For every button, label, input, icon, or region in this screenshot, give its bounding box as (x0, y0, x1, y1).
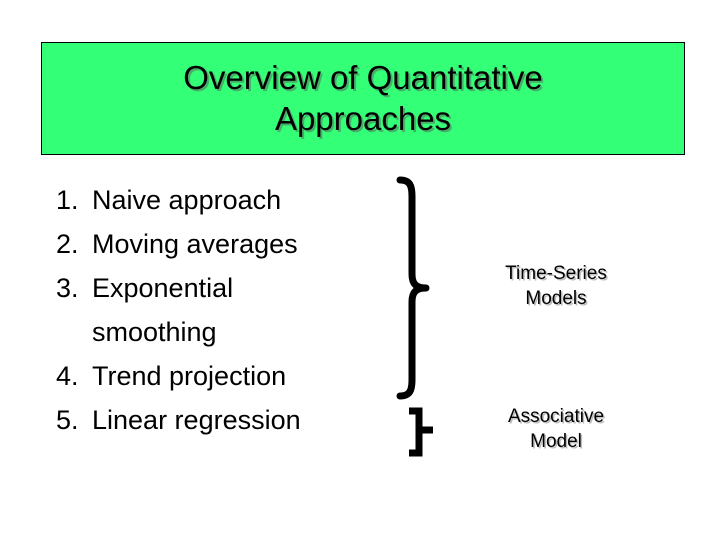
list-item: 3. Exponential (56, 266, 396, 310)
list-item: 4. Trend projection (56, 354, 396, 398)
list-item: 2. Moving averages (56, 222, 396, 266)
title-banner: Overview of Quantitative Approaches (41, 42, 685, 155)
approach-list: 1. Naive approach 2. Moving averages 3. … (56, 178, 396, 442)
list-item-label: Exponential (92, 273, 234, 303)
list-item: 5. Linear regression (56, 398, 396, 442)
list-item-number: 3. (56, 273, 79, 303)
list-item-label: Trend projection (92, 361, 287, 391)
list-item-number: 1. (56, 185, 79, 215)
category-label-associative: Associative Model (507, 406, 605, 452)
brace-associative-group (402, 406, 448, 460)
list-item-label: Moving averages (92, 229, 298, 259)
page-title: Overview of Quantitative Approaches (183, 59, 543, 137)
list-item-number: 4. (56, 361, 79, 391)
right-curly-brace-large-icon (396, 176, 430, 400)
list-item-number: 5. (56, 405, 79, 435)
list-item-label: Linear regression (92, 405, 301, 435)
list-item-label: Naive approach (92, 185, 282, 215)
right-curly-brace-small-icon (409, 407, 433, 457)
category-label-time-series: Time-Series Models (505, 263, 607, 309)
list-item-continuation: smoothing (92, 317, 217, 347)
list-item: 1. Naive approach (56, 178, 396, 222)
brace-timeseries-group (393, 176, 439, 400)
list-item-number: 2. (56, 229, 79, 259)
